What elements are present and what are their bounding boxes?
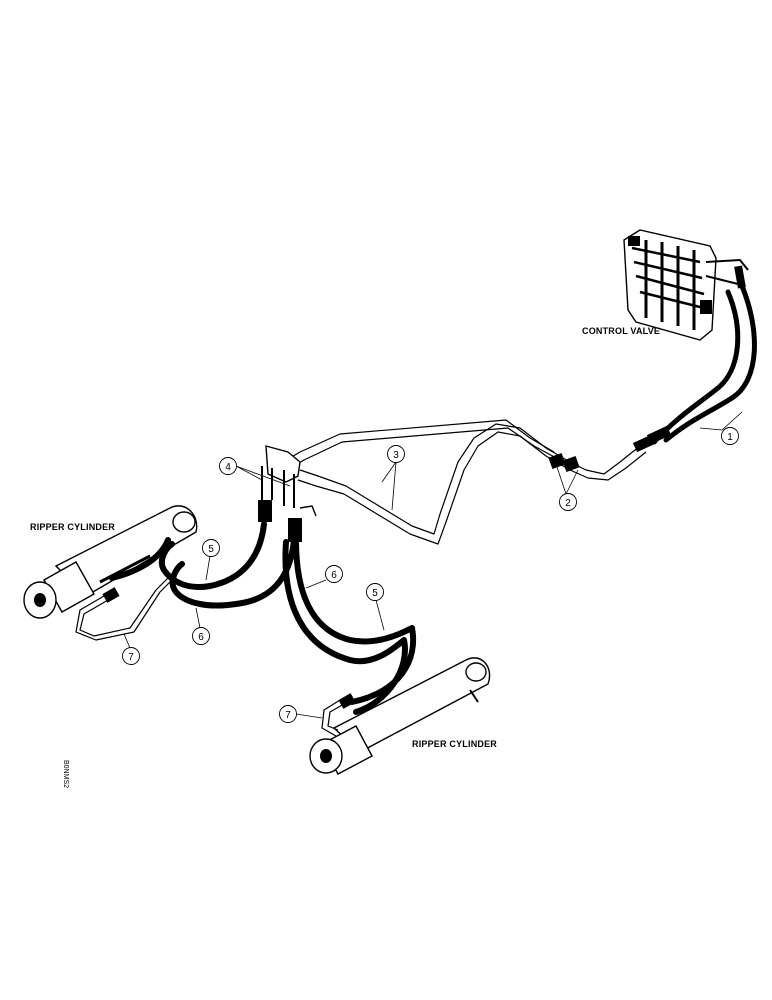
control-valve-label: CONTROL VALVE bbox=[582, 326, 660, 336]
control-valve bbox=[623, 229, 749, 341]
right-ripper-cylinder-label: RIPPER CYLINDER bbox=[412, 739, 497, 749]
right-hoses-items-5-6 bbox=[282, 537, 417, 715]
callout-7-left-number: 7 bbox=[128, 652, 134, 663]
callout-6-left-number: 6 bbox=[198, 632, 204, 643]
hoses-item-1 bbox=[651, 283, 757, 445]
callout-2-number: 2 bbox=[565, 498, 571, 509]
callout-5-left: 5 bbox=[202, 539, 220, 581]
left-hoses-items-5-6 bbox=[109, 521, 297, 609]
callout-4-number: 4 bbox=[225, 462, 231, 473]
figure-code: B0NMS2 bbox=[62, 760, 69, 788]
right-cylinder-tube-item-7 bbox=[321, 693, 356, 737]
left-ripper-cylinder bbox=[23, 505, 198, 619]
bulkhead-bracket-item-4 bbox=[258, 445, 317, 542]
callout-7-left: 7 bbox=[122, 633, 140, 665]
callout-3: 3 bbox=[381, 445, 405, 511]
tubes-item-3 bbox=[289, 419, 647, 545]
fittings-item-2 bbox=[548, 425, 672, 473]
callout-5-right: 5 bbox=[366, 583, 385, 631]
callout-6-right: 6 bbox=[305, 565, 343, 589]
callout-5-left-number: 5 bbox=[208, 544, 214, 555]
callout-1-number: 1 bbox=[727, 432, 733, 443]
callout-3-number: 3 bbox=[393, 450, 399, 461]
callout-4: 4 bbox=[219, 457, 291, 487]
callout-1: 1 bbox=[699, 411, 743, 445]
left-ripper-cylinder-label: RIPPER CYLINDER bbox=[30, 522, 115, 532]
callout-7-right: 7 bbox=[279, 705, 323, 723]
callout-7-right-number: 7 bbox=[285, 710, 291, 721]
right-ripper-cylinder bbox=[309, 657, 491, 775]
callout-2: 2 bbox=[555, 463, 579, 511]
left-cylinder-tube-item-7 bbox=[75, 577, 173, 641]
callout-5-right-number: 5 bbox=[372, 588, 378, 599]
callout-6-left: 6 bbox=[192, 607, 210, 645]
callout-6-right-number: 6 bbox=[331, 570, 337, 581]
